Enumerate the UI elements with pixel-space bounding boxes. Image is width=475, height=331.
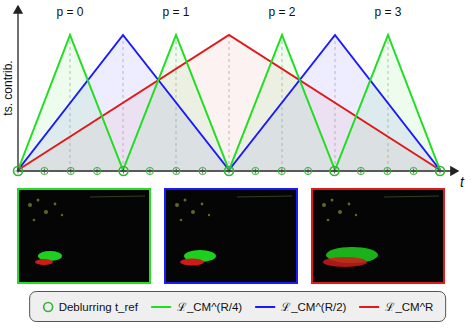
axis-label: t [460, 175, 464, 189]
peak-label: p = 1 [162, 6, 189, 18]
line-swatch [150, 302, 172, 312]
legend-entry: ℒ_CM^(R/4) [150, 299, 242, 314]
axis-label: ts. contrib. [2, 60, 14, 115]
legend-text: ℒ_CM^(R/2) [281, 299, 346, 314]
marker-swatch [42, 301, 54, 313]
legend-box: Deblurring t_ref ℒ_CM^(R/4) ℒ_CM^(R/2) ℒ_CM… [29, 291, 447, 322]
legend-text: ℒ_CM^R [385, 299, 433, 314]
line-swatch [254, 302, 276, 312]
legend-entry: Deblurring t_ref [42, 301, 138, 313]
legend-entry: ℒ_CM^(R/2) [254, 299, 346, 314]
legend-text: ℒ_CM^(R/4) [177, 299, 242, 314]
legend-entry: ℒ_CM^R [358, 299, 433, 314]
peak-label: p = 3 [374, 6, 401, 18]
peak-label: p = 2 [268, 6, 295, 18]
line-swatch [358, 302, 380, 312]
legend-text: Deblurring t_ref [59, 301, 138, 313]
peak-label: p = 0 [56, 6, 83, 18]
